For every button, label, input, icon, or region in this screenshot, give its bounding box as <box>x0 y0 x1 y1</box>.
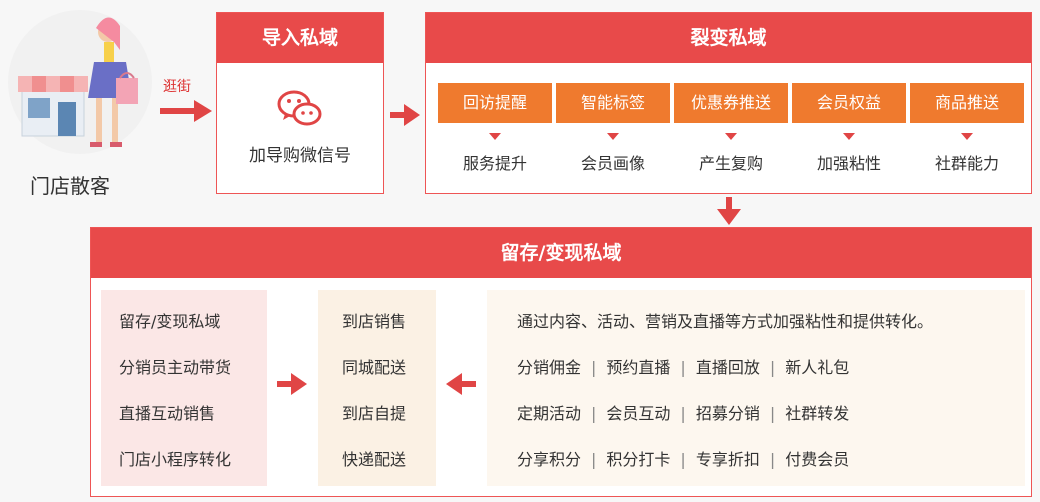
separator: | <box>591 404 597 423</box>
walk-label: 逛街 <box>163 79 191 95</box>
fission-title: 裂变私域 <box>426 13 1031 63</box>
fission-tag: 商品推送 <box>910 83 1024 123</box>
fulfillment-item: 快递配送 <box>342 450 407 469</box>
separator: | <box>769 404 776 423</box>
fission-outcome: 社群能力 <box>934 154 999 173</box>
channel-item: 分销员主动带货 <box>119 358 232 377</box>
separator: | <box>769 450 776 469</box>
retain-panel: 留存/变现私域 留存/变现私域 分销员主动带货 直播互动销售 门店小程序转化 到… <box>90 227 1032 497</box>
wechat-icon <box>277 89 323 133</box>
fulfillment-item: 同城配送 <box>342 358 407 377</box>
fulfillment-item: 到店销售 <box>342 312 407 331</box>
import-panel: 导入私域 加导购微信号 <box>216 12 384 194</box>
engagement-item: 会员互动 <box>606 404 671 423</box>
fission-outcome: 会员画像 <box>580 154 645 173</box>
engagement-item: 分享积分 <box>517 450 582 469</box>
separator: | <box>769 358 776 377</box>
engagement-row: 分享积分 | 积分打卡 | 专享折扣 | 付费会员 <box>517 446 849 470</box>
left-arrow-icon <box>446 373 476 395</box>
retain-title: 留存/变现私域 <box>91 228 1031 278</box>
engagement-intro: 通过内容、活动、营销及直播等方式加强粘性和提供转化。 <box>517 312 934 331</box>
fission-column: 回访提醒 服务提升 <box>438 83 552 174</box>
fission-outcome: 产生复购 <box>698 154 763 173</box>
fulfillment-box: 到店销售 同城配送 到店自提 快递配送 <box>318 290 436 486</box>
separator: | <box>680 404 686 423</box>
right-arrow-icon <box>160 100 212 122</box>
engagement-item: 新人礼包 <box>785 358 850 377</box>
caret-down-icon <box>489 133 501 140</box>
engagement-item: 社群转发 <box>785 404 850 423</box>
engagement-item: 分销佣金 <box>517 358 582 377</box>
engagement-item: 直播回放 <box>695 358 760 377</box>
caret-down-icon <box>961 133 973 140</box>
down-arrow-icon <box>717 197 741 225</box>
fission-outcome: 加强粘性 <box>816 154 881 173</box>
fission-column: 会员权益 加强粘性 <box>792 83 906 174</box>
import-title: 导入私域 <box>217 13 383 63</box>
fission-column: 商品推送 社群能力 <box>910 83 1024 174</box>
fission-tag: 优惠券推送 <box>674 83 788 123</box>
engagement-item: 预约直播 <box>606 358 671 377</box>
right-arrow-icon <box>277 373 307 395</box>
engagement-item: 招募分销 <box>695 404 760 423</box>
channel-item: 直播互动销售 <box>119 404 216 423</box>
import-label: 加导购微信号 <box>249 146 351 166</box>
fission-column: 优惠券推送 产生复购 <box>674 83 788 174</box>
engagement-item: 定期活动 <box>517 404 582 423</box>
fission-tag: 会员权益 <box>792 83 906 123</box>
fission-outcome: 服务提升 <box>462 154 527 173</box>
caret-down-icon <box>607 133 619 140</box>
engagement-item: 付费会员 <box>785 450 850 469</box>
right-arrow-icon <box>390 104 420 126</box>
engagement-item: 专享折扣 <box>695 450 760 469</box>
engagement-box: 通过内容、活动、营销及直播等方式加强粘性和提供转化。 分销佣金 | 预约直播 | 直播回… <box>487 290 1025 486</box>
fission-panel: 裂变私域 回访提醒 服务提升 智能标签 会员画像 优惠券推送 产生复购 会员权益… <box>425 12 1032 194</box>
caret-down-icon <box>725 133 737 140</box>
fulfillment-item: 到店自提 <box>342 404 407 423</box>
source-caption: 门店散客 <box>30 174 110 198</box>
caret-down-icon <box>843 133 855 140</box>
engagement-row: 分销佣金 | 预约直播 | 直播回放 | 新人礼包 <box>517 354 849 378</box>
fission-tag: 回访提醒 <box>438 83 552 123</box>
channel-box: 留存/变现私域 分销员主动带货 直播互动销售 门店小程序转化 <box>101 290 267 486</box>
engagement-item: 积分打卡 <box>606 450 671 469</box>
store-illustration <box>8 2 158 167</box>
separator: | <box>591 358 597 377</box>
engagement-row: 定期活动 | 会员互动 | 招募分销 | 社群转发 <box>517 400 849 424</box>
separator: | <box>680 450 686 469</box>
fission-tag: 智能标签 <box>556 83 670 123</box>
separator: | <box>680 358 686 377</box>
fission-column: 智能标签 会员画像 <box>556 83 670 174</box>
separator: | <box>591 450 597 469</box>
channel-item: 门店小程序转化 <box>119 450 232 469</box>
channel-item: 留存/变现私域 <box>119 312 221 331</box>
